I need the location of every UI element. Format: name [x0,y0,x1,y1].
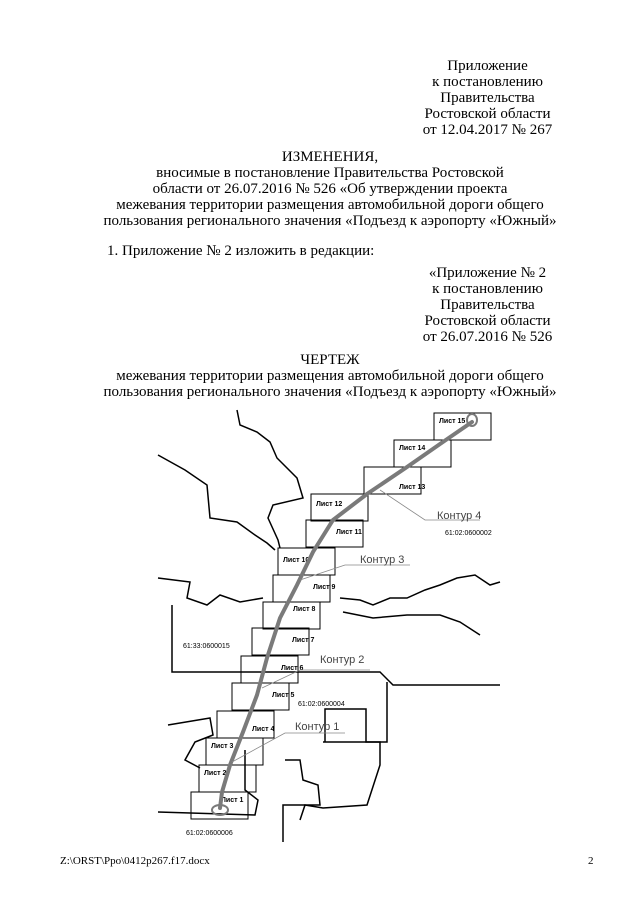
sheet-label: Лист 15 [439,418,465,425]
sheet-label: Лист 9 [313,584,335,591]
river-line [157,454,276,551]
river-line [339,574,501,606]
sheet-frame [393,439,452,468]
contour-label: Контур 1 [295,721,339,733]
text-line: Приложение [447,58,528,74]
sheet-label: Лист 11 [336,529,362,536]
river-line [157,577,264,606]
text-line: Ростовской области [424,106,551,122]
leader-line [379,489,480,521]
district-boundary [171,605,500,686]
leader-line [299,564,410,581]
cadastral-label: 61:02:0600006 [186,830,233,837]
sheet-label: Лист 12 [316,501,342,508]
text-line: области от 26.07.2016 № 526 «Об утвержде… [152,181,508,197]
text-line: межевания территории размещения автомоби… [116,368,544,384]
appendix-2-header: «Приложение № 2 к постановлению Правител… [400,265,575,345]
leader-line [231,732,345,763]
district-boundary [157,750,259,816]
text-line: к постановлению [432,74,543,90]
cadastral-label: 61:02:0600004 [298,701,345,708]
cadastral-label: 61:33:0600015 [183,643,230,650]
sheet-frames: Лист 1 Лист 2 Лист 3 Лист 4 Лист 5 Лист 6 Лист… [190,412,492,820]
sheet-frame [216,710,275,739]
boundaries [157,409,501,842]
contour-label: Контур 2 [320,654,364,666]
drawing-title: ЧЕРТЕЖ [300,352,360,368]
sheet-label: Лист 8 [293,606,315,613]
road-junction [211,804,229,816]
drawing-block: ЧЕРТЕЖ межевания территории размещения а… [60,352,600,400]
leader-lines [231,489,480,763]
sheet-label: Лист 13 [399,484,425,491]
sheet-label: Лист 4 [252,726,274,733]
leader-line [261,669,370,689]
changes-block: ИЗМЕНЕНИЯ, вносимые в постановление Прав… [60,149,600,229]
changes-title: ИЗМЕНЕНИЯ, [281,149,379,165]
river-line [342,611,481,636]
text-line: от 12.04.2017 № 267 [422,122,553,138]
sheet-label: Лист 5 [272,692,294,699]
road-junction [466,413,478,427]
text-line: Ростовской области [424,313,551,329]
sheet-label: Лист 1 [221,797,243,804]
appendix-header: Приложение к постановлению Правительства… [400,58,575,138]
sheet-frame [433,412,492,441]
road-route [218,420,474,810]
sheet-frame [277,547,336,576]
sheet-frame [363,466,422,495]
sheet-label: Лист 14 [399,445,425,452]
contour-label: Контур 3 [360,554,404,566]
contour-label: Контур 4 [437,510,481,522]
sheet-frame [251,627,310,656]
text-line: пользования регионального значения «Подъ… [103,384,557,400]
text-line: «Приложение № 2 [428,265,547,281]
sheet-label: Лист 3 [211,743,233,750]
district-boundary [299,741,381,821]
file-path: Z:\ORST\Ppo\0412p267.f17.docx [60,855,210,867]
sheet-label: Лист 7 [292,637,314,644]
text-line: Правительства [440,90,535,106]
text-line: к постановлению [432,281,543,297]
sheet-frame [310,493,369,522]
page-number: 2 [588,855,594,867]
item-1: 1. Приложение № 2 изложить в редакции: [107,243,375,259]
sheet-label: Лист 6 [281,665,303,672]
text-line: от 26.07.2016 № 526 [422,329,553,345]
cadastral-label: 61:02:0600002 [445,530,492,537]
text-line: пользования регионального значения «Подъ… [103,213,557,229]
district-boundary [167,717,214,769]
sheet-label: Лист 2 [204,770,226,777]
sheet-label: Лист 10 [283,557,309,564]
district-boundary [324,682,388,743]
text-line: межевания территории размещения автомоби… [116,197,544,213]
text-line: вносимые в постановление Правительства Р… [156,165,504,181]
district-boundary [282,759,321,842]
text-line: Правительства [440,297,535,313]
river-line [236,409,304,549]
